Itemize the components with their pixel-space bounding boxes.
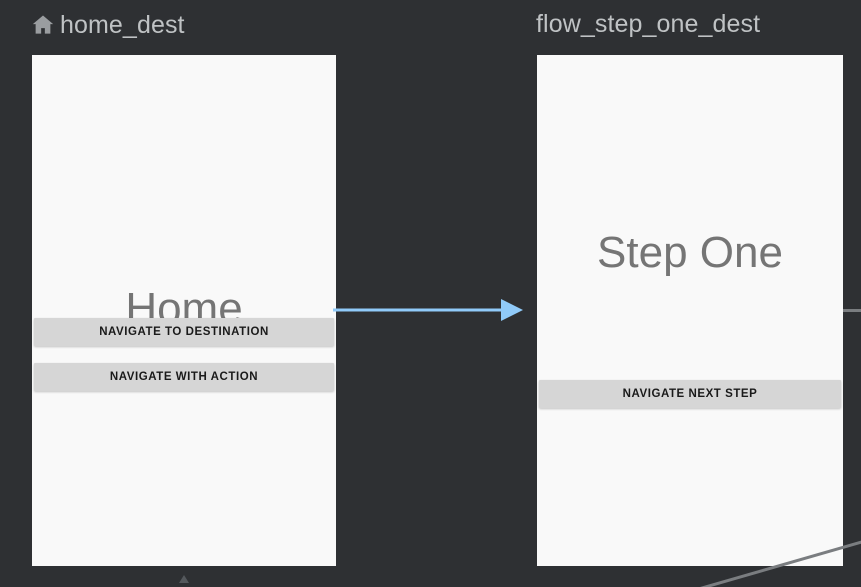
action-arrow-home-to-step-one[interactable] — [333, 296, 525, 324]
destination-label-text: flow_step_one_dest — [536, 10, 761, 38]
destination-frame-home-dest[interactable]: Home NAVIGATE TO DESTINATION NAVIGATE WI… — [32, 55, 336, 566]
destination-label-flow-step-one-dest[interactable]: flow_step_one_dest — [536, 12, 760, 37]
outgoing-edge-line-right — [843, 309, 861, 312]
home-icon — [30, 12, 56, 38]
destination-frame-flow-step-one-dest[interactable]: Step One NAVIGATE NEXT STEP — [537, 55, 843, 566]
screen-title-step-one: Step One — [597, 228, 783, 277]
navigate-with-action-button[interactable]: NAVIGATE WITH ACTION — [34, 363, 334, 391]
navigate-next-step-button[interactable]: NAVIGATE NEXT STEP — [539, 380, 841, 408]
incoming-edge-arrowhead — [179, 575, 189, 583]
destination-label-text: home_dest — [60, 10, 185, 39]
destination-label-home-dest[interactable]: home_dest — [30, 12, 185, 38]
navigate-to-destination-button[interactable]: NAVIGATE TO DESTINATION — [34, 318, 334, 346]
